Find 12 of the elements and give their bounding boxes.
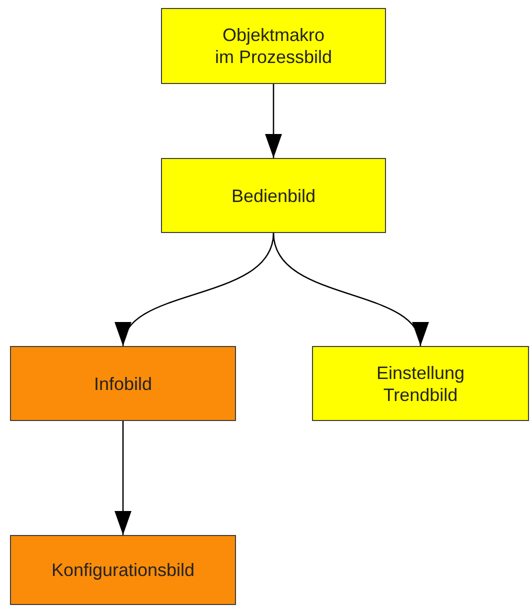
box-label: Bedienbild — [231, 184, 316, 206]
process-box — [161, 158, 386, 233]
arrow — [114, 421, 132, 535]
process-box — [10, 346, 236, 421]
box-label: Konfigurationsbild — [51, 559, 195, 581]
process-box — [161, 8, 386, 84]
box-label: Einstellung Trendbild — [375, 362, 466, 406]
arrow — [265, 84, 282, 158]
box-label: Infobild — [94, 372, 152, 394]
process-box — [312, 346, 529, 421]
process-box — [10, 535, 236, 605]
box-label: Objektmakro im Prozessbild — [214, 24, 334, 68]
